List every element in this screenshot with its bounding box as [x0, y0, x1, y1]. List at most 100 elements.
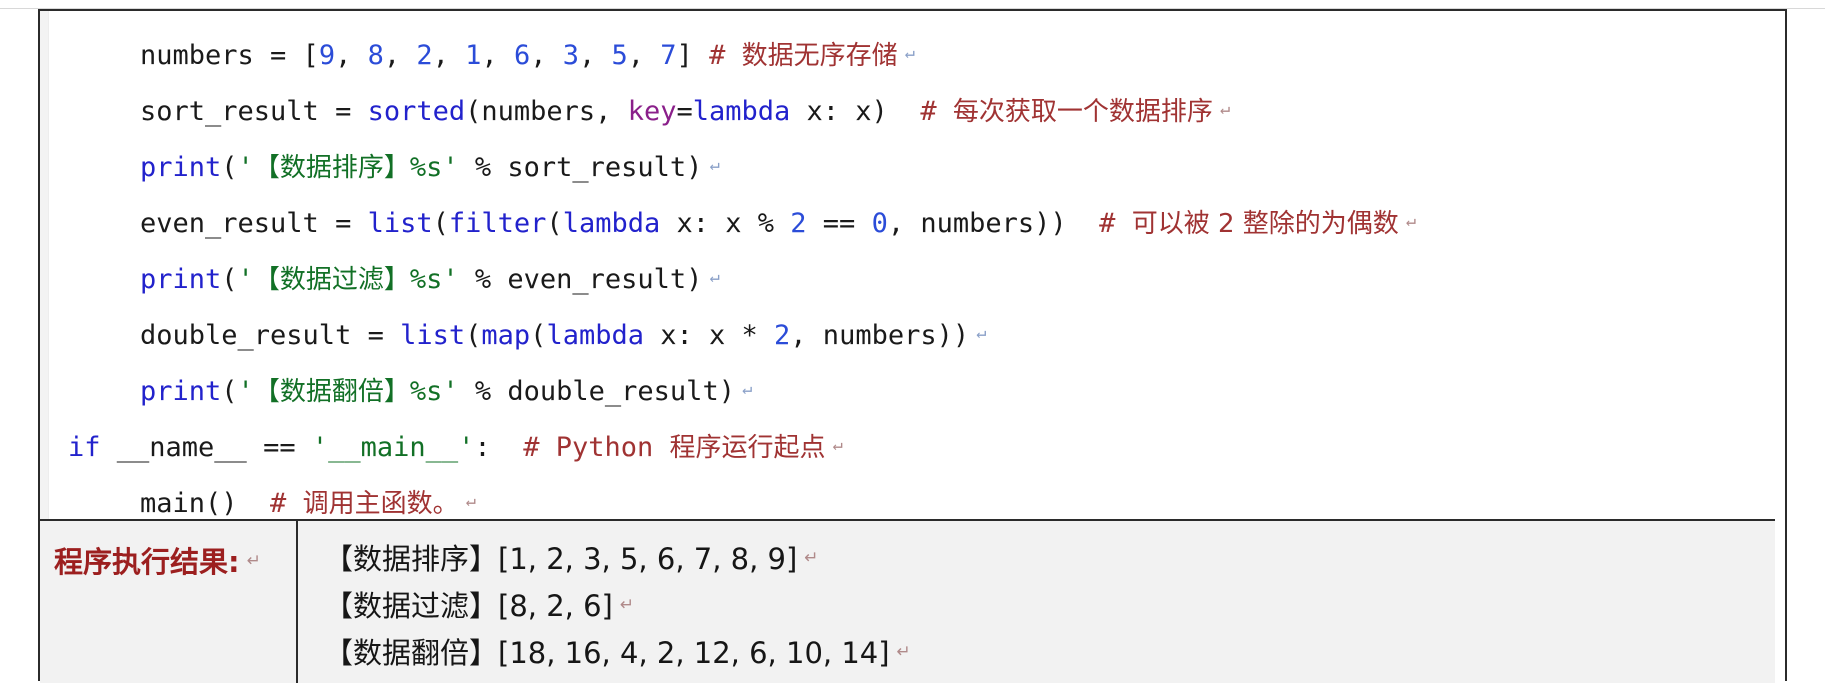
code-token-comment: 程序运行起点 — [669, 433, 826, 463]
code-token-plain: = — [676, 96, 693, 127]
code-token-plain: __name__ == — [100, 432, 312, 463]
code-line[interactable]: even_result = list(filter(lambda x: x % … — [50, 193, 1785, 249]
code-token-plain: , — [530, 40, 563, 71]
code-line[interactable]: print('【数据排序】%s' % sort_result)↵ — [50, 137, 1785, 193]
code-token-str: ' — [237, 264, 254, 295]
paragraph-mark: ↵ — [709, 267, 720, 287]
code-token-comment: 调用主函数 — [302, 489, 433, 519]
code-token-plain: , numbers)) — [887, 208, 1100, 239]
code-token-num: 5 — [611, 40, 628, 71]
code-token-plain: ( — [221, 264, 238, 295]
code-token-str: %s' — [409, 264, 459, 295]
code-token-num: 1 — [465, 40, 482, 71]
code-token-comment: # Python — [523, 432, 670, 463]
code-token-plain: (numbers, — [465, 96, 628, 127]
page-top-rule — [0, 8, 1825, 9]
code-line[interactable]: sort_result = sorted(numbers, key=lambda… — [50, 81, 1785, 137]
code-token-builtin: list — [400, 320, 466, 351]
code-line[interactable]: numbers = [9, 8, 2, 1, 6, 3, 5, 7] # 数据无… — [50, 25, 1785, 81]
code-token-plain: , — [627, 40, 661, 71]
result-label-paragraph-mark: ↵ — [246, 551, 261, 570]
code-token-plain: numbers = [ — [140, 40, 319, 71]
result-output-cell: 【数据排序】[1, 2, 3, 5, 6, 7, 8, 9]↵【数据过滤】[8,… — [298, 521, 1775, 683]
code-token-plain: sort_result = — [140, 96, 368, 127]
code-line[interactable]: double_result = list(map(lambda x: x * 2… — [50, 305, 1785, 361]
code-token-num: 2 — [774, 320, 791, 351]
paragraph-mark: ↵ — [1405, 211, 1417, 231]
code-token-plain: ( — [530, 320, 547, 351]
code-token-plain: ( — [465, 320, 482, 351]
code-token-builtin: list — [367, 208, 433, 239]
code-token-comment: # — [1099, 208, 1132, 239]
paragraph-mark: ↵ — [741, 379, 753, 399]
code-line[interactable]: print('【数据过滤】%s' % even_result) ↵ — [50, 249, 1785, 305]
code-token-builtin: lambda — [546, 320, 644, 351]
code-token-plain: ( — [546, 208, 563, 239]
code-token-plain: % even_result) — [458, 264, 703, 295]
paragraph-mark: ↵ — [1219, 99, 1231, 119]
code-token-plain: % sort_result) — [458, 152, 703, 183]
result-output-text: 【数据翻倍】[18, 16, 4, 2, 12, 6, 10, 14] — [324, 636, 890, 670]
code-token-plain: , numbers)) — [790, 320, 970, 351]
program-result-table: 程序执行结果:↵ 【数据排序】[1, 2, 3, 5, 6, 7, 8, 9] ↵… — [40, 519, 1775, 683]
paragraph-mark: ↵ — [976, 323, 987, 343]
paragraph-mark: ↵ — [832, 435, 843, 455]
code-line[interactable]: if __name__ == '__main__': # Python 程序运行… — [50, 417, 1785, 473]
code-token-plain: x: x * — [643, 320, 775, 351]
code-token-kw: if — [68, 432, 101, 463]
code-token-plain: : — [474, 432, 524, 463]
code-token-plain: ] — [676, 40, 710, 71]
code-token-plain: , — [335, 40, 368, 71]
result-label-cell: 程序执行结果:↵ — [40, 521, 298, 683]
code-token-num: 3 — [562, 40, 579, 71]
code-token-comment: 可以被 2 整除的为偶数 — [1131, 209, 1399, 239]
code-token-plain: x: x) — [790, 96, 921, 127]
result-output-line: 【数据过滤】[8, 2, 6]↵ — [324, 582, 1775, 629]
code-token-num: 8 — [367, 40, 384, 71]
code-token-kwarg: key — [627, 96, 677, 127]
code-token-builtin: print — [140, 264, 222, 295]
code-gutter-stripe — [40, 11, 49, 519]
code-token-builtin: print — [140, 152, 222, 183]
code-line[interactable]: print('【数据翻倍】%s' % double_result)↵ — [50, 361, 1785, 417]
code-token-str: '__main__' — [311, 432, 475, 463]
code-token-plain: , — [481, 40, 514, 71]
code-token-plain: ( — [221, 376, 238, 407]
paragraph-mark: ↵ — [804, 548, 819, 568]
code-token-builtin: lambda — [562, 208, 661, 239]
code-token-num: 6 — [513, 40, 531, 71]
code-token-str: 【数据翻倍】 — [253, 377, 410, 407]
code-token-num: 2 — [416, 40, 433, 71]
code-token-str: 【数据过滤】 — [253, 265, 410, 295]
code-token-str: 【数据排序】 — [253, 153, 410, 183]
code-token-comment: # — [920, 96, 953, 127]
code-token-num: 0 — [871, 208, 888, 239]
code-token-plain: main() — [140, 488, 271, 519]
paragraph-mark: ↵ — [619, 595, 635, 615]
code-token-str: ' — [237, 376, 254, 407]
code-token-plain: x: x % — [660, 208, 791, 239]
code-token-builtin: map — [481, 320, 531, 351]
code-line[interactable]: main() # 调用主函数。 ↵ — [50, 473, 1785, 529]
code-token-comment: # — [270, 488, 303, 519]
code-token-plain: == — [806, 208, 872, 239]
result-output-line: 【数据排序】[1, 2, 3, 5, 6, 7, 8, 9] ↵ — [324, 535, 1775, 582]
code-token-comment: 。 — [432, 489, 459, 519]
code-token-str: ' — [237, 152, 254, 183]
paragraph-mark: ↵ — [709, 155, 720, 175]
code-token-plain: , — [383, 40, 417, 71]
paragraph-mark: ↵ — [896, 642, 911, 662]
code-token-comment: 每次获取一个数据排序 — [952, 97, 1213, 127]
code-token-str: %s' — [409, 152, 459, 183]
code-token-num: 9 — [318, 40, 336, 71]
code-token-builtin: filter — [448, 208, 547, 239]
code-token-plain: % double_result) — [458, 376, 735, 407]
code-token-num: 7 — [660, 40, 677, 71]
paragraph-mark: ↵ — [465, 491, 476, 511]
result-output-text: 【数据排序】[1, 2, 3, 5, 6, 7, 8, 9] — [324, 542, 798, 576]
code-area[interactable]: numbers = [9, 8, 2, 1, 6, 3, 5, 7] # 数据无… — [50, 11, 1785, 519]
code-token-builtin: lambda — [692, 96, 791, 127]
code-token-plain: , — [432, 40, 466, 71]
code-token-comment: # — [709, 40, 742, 71]
